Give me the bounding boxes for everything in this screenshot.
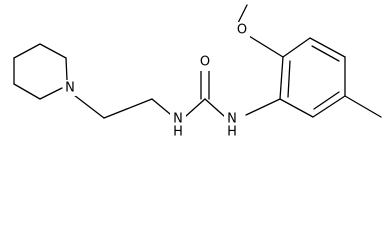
atom-label: N [227, 112, 237, 127]
bond [103, 98, 153, 119]
molecule-structure: N N H N H O O [13, 4, 382, 140]
ethyl-linker [73, 94, 171, 119]
bond [279, 98, 314, 118]
atom-label: N [65, 81, 75, 96]
bond [151, 98, 171, 115]
bond [311, 45, 340, 62]
bond [39, 43, 67, 59]
atom-nh-left: N H [170, 109, 186, 140]
atom-o-carbonyl: O [198, 55, 212, 71]
bond [287, 60, 291, 98]
bond [237, 4, 248, 24]
bond [65, 57, 68, 81]
bond [312, 95, 346, 118]
methyl-bond [344, 95, 382, 118]
bond [185, 98, 206, 117]
bond [309, 37, 346, 58]
atom-sub-label: H [173, 125, 183, 140]
bond [13, 83, 41, 100]
bond [245, 98, 281, 116]
piperidine-ring [13, 43, 68, 100]
atom-label: O [237, 23, 247, 38]
atom-o-methoxy: O [234, 22, 250, 38]
bond [313, 91, 340, 110]
bond [282, 37, 311, 58]
bond [204, 98, 225, 117]
bond [73, 94, 105, 119]
atom-sub-label: H [227, 125, 237, 140]
bond [279, 56, 284, 100]
urea-group [185, 68, 225, 117]
atom-nh-right: N H [224, 109, 240, 140]
benzene-ring [279, 37, 346, 118]
bond [13, 43, 41, 59]
bond [39, 87, 63, 100]
methoxy-group [237, 4, 284, 58]
atom-label: O [200, 55, 210, 70]
bond [248, 35, 284, 58]
atom-n-piperidine: N [63, 80, 77, 96]
atom-label: N [173, 112, 183, 127]
